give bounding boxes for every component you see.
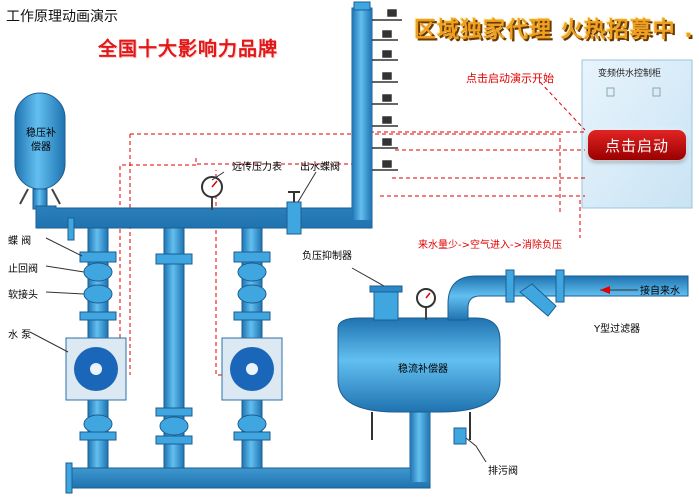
cabinet-indicator-right <box>652 87 661 97</box>
pump-column-1 <box>65 227 127 474</box>
outlet-tap-valves <box>372 9 402 171</box>
page-title: 工作原理动画演示 <box>6 9 118 25</box>
stabilizer-tank-label: 稳流补偿器 <box>398 364 448 375</box>
annotation-leaders <box>29 171 638 463</box>
cabinet-title: 变频供水控制柜 <box>598 69 662 79</box>
standby-pipe-column <box>155 227 193 474</box>
y-filter-label: Y型过滤器 <box>594 324 641 335</box>
start-button[interactable]: 点击启动 <box>588 130 686 160</box>
y-filter <box>519 283 557 317</box>
stabilizer-tank <box>337 317 501 413</box>
promo-banner: 区域独家代理 火热招募中 . . . <box>414 18 699 43</box>
inlet-label: 接自来水 <box>640 286 680 297</box>
cabinet-indicator-left <box>606 87 615 97</box>
brand-slogan: 全国十大影响力品牌 <box>98 38 279 60</box>
drain-valve-label: 排污阀 <box>488 466 518 477</box>
outlet-butterfly-valve <box>286 201 302 235</box>
inlet-arrow-icon <box>600 286 610 294</box>
start-hint-label: 点击启动演示开始 <box>466 72 554 85</box>
soft-joint-label: 软接头 <box>8 290 38 301</box>
check-valve-label: 止回阀 <box>8 264 38 275</box>
process-note: 来水量少->空气进入->消除负压 <box>418 240 562 251</box>
pump-label: 水 泵 <box>8 330 32 341</box>
suppressor-label: 负压抑制器 <box>302 251 352 262</box>
butterfly-valve-label: 蝶 阀 <box>8 236 32 247</box>
pump-column-2 <box>221 227 283 474</box>
pressure-tank-label: 稳压补偿器 <box>26 128 56 153</box>
outlet-valve-label: 出水蝶阀 <box>300 162 340 173</box>
remote-gauge-label: 远传压力表 <box>232 162 282 173</box>
control-signal-lines <box>119 81 586 376</box>
